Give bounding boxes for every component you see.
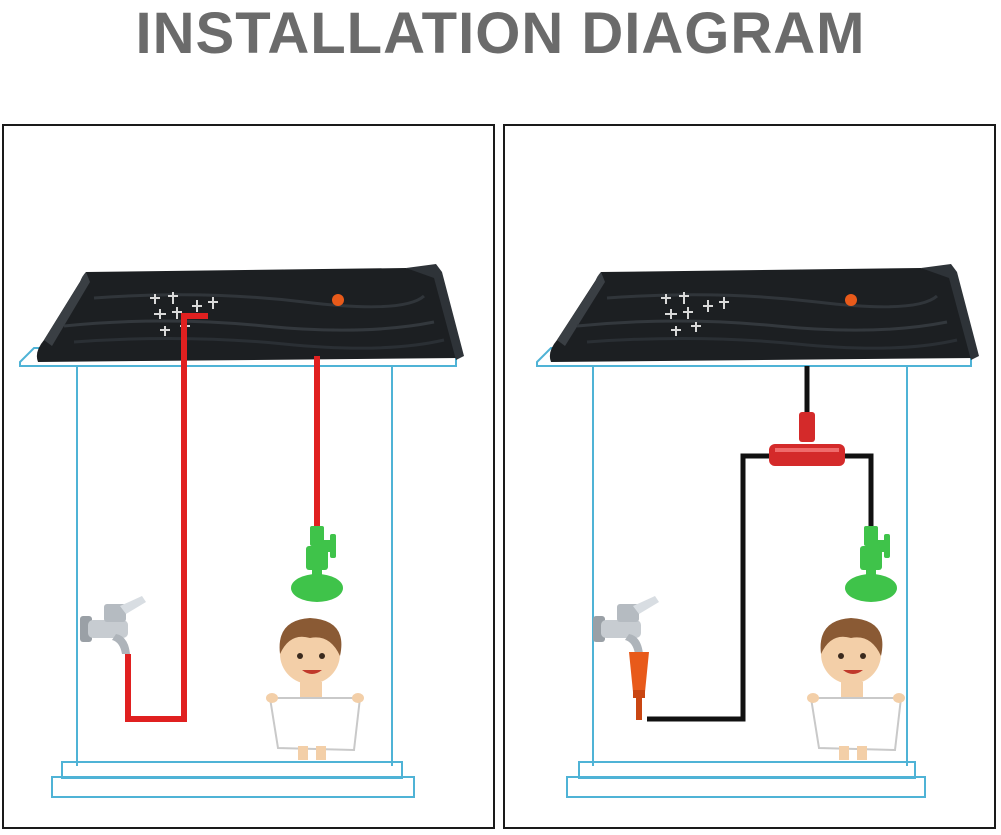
child-icon: [807, 618, 905, 760]
hose-adapter-icon: [629, 652, 649, 720]
panel-tee-connection-drawing: [536, 264, 979, 798]
faucet-icon: [80, 596, 146, 654]
panel-tee-connection: [503, 124, 996, 829]
diagram-title: INSTALLATION DIAGRAM: [135, 1, 866, 66]
black-inlet-pipe: [647, 453, 773, 722]
black-outlet-pipe: [841, 453, 874, 528]
faucet-icon: [593, 596, 659, 654]
child-icon: [266, 618, 364, 760]
tee-connector-icon: [769, 412, 845, 466]
solar-water-bag-icon: [549, 264, 979, 362]
shower-head-icon: [291, 526, 343, 602]
panel-direct-connection: [2, 124, 495, 829]
shower-frame: [19, 347, 457, 798]
shower-frame: [536, 347, 972, 798]
solar-water-bag-icon: [36, 264, 464, 362]
shower-head-icon: [845, 526, 897, 602]
panel-direct-connection-drawing: [19, 264, 464, 798]
red-inlet-pipe: [125, 313, 208, 722]
